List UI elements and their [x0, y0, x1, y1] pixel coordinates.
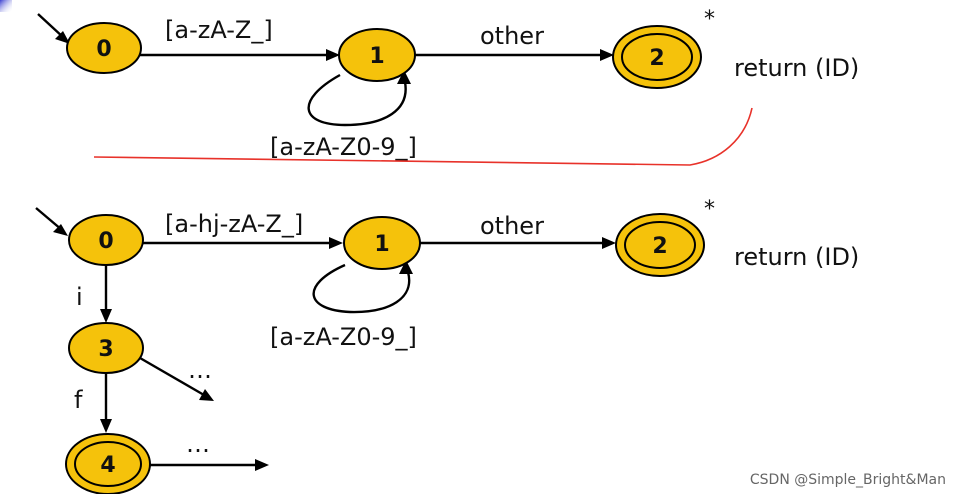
bottom-edge-3-4 [100, 372, 112, 433]
bottom-state-1: 1 [343, 216, 421, 270]
corner-accent [0, 0, 12, 12]
bottom-state-0-label: 0 [98, 229, 113, 254]
bottom-edge-0-3 [100, 264, 112, 323]
top-action-label: return (ID) [734, 54, 859, 82]
top-state-1: 1 [338, 28, 416, 82]
top-edge-0-1 [140, 49, 340, 61]
bottom-action-label: return (ID) [734, 243, 859, 271]
bottom-edge-1-2 [420, 237, 616, 249]
top-state-1-label: 1 [369, 44, 384, 69]
red-annotation-stroke [93, 107, 753, 166]
bottom-edge-0-1-label: [a-hj-zA-Z_] [165, 210, 303, 238]
bottom-state-1-label: 1 [374, 232, 389, 257]
bottom-edge-4-more-label: … [186, 430, 210, 458]
top-edge-1-2 [415, 49, 614, 61]
bottom-retract-star: * [704, 197, 715, 222]
top-self-loop-1 [307, 70, 411, 127]
bottom-edge-0-3-label: i [76, 283, 83, 311]
bottom-edge-3-4-label: f [74, 386, 83, 414]
bottom-edge-0-1 [140, 237, 343, 249]
top-edge-1-2-label: other [480, 22, 544, 50]
bottom-edge-1-2-label: other [480, 212, 544, 240]
bottom-state-4-label: 4 [100, 453, 115, 478]
top-edge-0-1-label: [a-zA-Z_] [165, 16, 273, 44]
bottom-state-3: 3 [68, 322, 144, 374]
top-state-2-accepting: 2 [612, 25, 702, 89]
top-start-arrow [37, 13, 70, 44]
bottom-state-0: 0 [68, 214, 144, 266]
top-self-loop-1-label: [a-zA-Z0-9_] [270, 133, 417, 161]
top-state-0-label: 0 [96, 37, 111, 62]
watermark: CSDN @Simple_Bright&Man [750, 472, 946, 488]
bottom-state-2-accepting: 2 [615, 213, 705, 277]
bottom-state-3-label: 3 [98, 337, 113, 362]
bottom-dfa: [a-hj-zA-Z_] other [a-zA-Z0-9_] i f [35, 197, 859, 494]
bottom-edge-3-more-label: … [188, 356, 212, 384]
bottom-state-4-accepting: 4 [65, 433, 151, 494]
bottom-edge-3-more [139, 356, 214, 401]
bottom-edge-4-more [150, 459, 269, 471]
bottom-self-loop-1 [312, 260, 413, 314]
top-state-2-label: 2 [649, 46, 664, 71]
bottom-start-arrow [35, 207, 68, 236]
bottom-state-2-label: 2 [652, 234, 667, 259]
top-dfa: [a-zA-Z_] other [a-zA-Z0-9_] 0 1 2 * ret… [37, 7, 859, 161]
top-retract-star: * [704, 7, 715, 32]
top-state-0: 0 [66, 22, 142, 74]
bottom-self-loop-1-label: [a-zA-Z0-9_] [270, 323, 417, 351]
